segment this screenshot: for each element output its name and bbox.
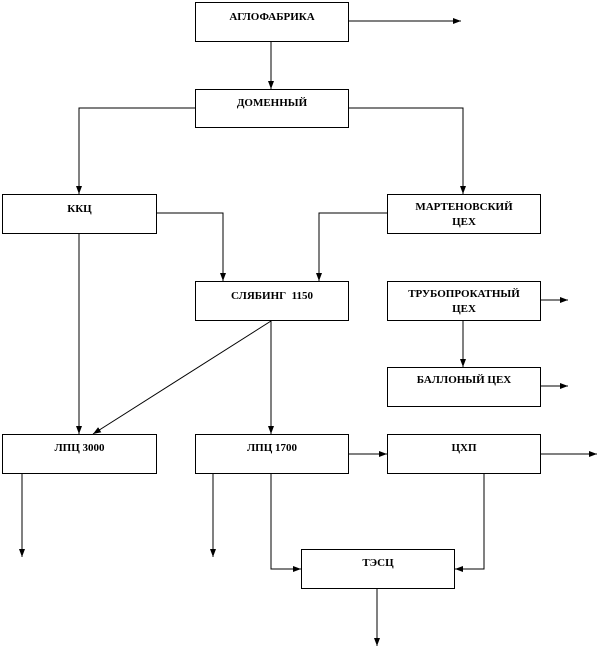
node-aglofabrika: АГЛОФАБРИКА [195, 2, 349, 42]
arrow-marten-slab [316, 212, 387, 281]
node-ballonyi: БАЛЛОНЫЙ ЦЕХ [387, 367, 541, 407]
node-label-line2: ЦЕХ [452, 216, 476, 228]
node-label: ЦХП [451, 442, 477, 454]
node-kkc: ККЦ [2, 194, 157, 234]
node-label: ТЭСЦ [362, 557, 394, 569]
node-lpc1700: ЛПЦ 1700 [195, 434, 349, 474]
node-label: ККЦ [67, 203, 92, 215]
node-label-line2: ЦЕХ [452, 303, 476, 315]
node-label: СЛЯБИНГ 1150 [230, 290, 314, 302]
arrow-kkc-slab [157, 212, 226, 281]
node-truboprokatnyi: ТРУБОПРОКАТНЫЙ ЦЕХ [387, 281, 541, 321]
node-label-line1: ТРУБОПРОКАТНЫЙ [408, 288, 520, 300]
arrow-slab-lpc3000 [92, 320, 272, 435]
node-slyabing: СЛЯБИНГ 1150 [195, 281, 349, 321]
node-chp: ЦХП [387, 434, 541, 474]
node-label: АГЛОФАБРИКА [229, 11, 315, 23]
node-tesc: ТЭСЦ [301, 549, 455, 589]
node-label: БАЛЛОНЫЙ ЦЕХ [416, 374, 512, 386]
node-domennyi: ДОМЕННЫЙ [195, 89, 349, 128]
arrow-chp-tesc [455, 474, 485, 572]
node-lpc3000: ЛПЦ 3000 [2, 434, 157, 474]
node-label: ЛПЦ 1700 [246, 442, 298, 454]
arrow-lpc1700-tesc [270, 474, 301, 572]
arrow-domen-kkc [76, 107, 195, 194]
arrow-domen-marten [349, 107, 466, 194]
node-label: ДОМЕННЫЙ [236, 97, 308, 109]
node-label-line1: МАРТЕНОВСКИЙ [415, 201, 513, 213]
node-label: ЛПЦ 3000 [54, 442, 105, 454]
node-martenovskii: МАРТЕНОВСКИЙ ЦЕХ [387, 194, 541, 234]
